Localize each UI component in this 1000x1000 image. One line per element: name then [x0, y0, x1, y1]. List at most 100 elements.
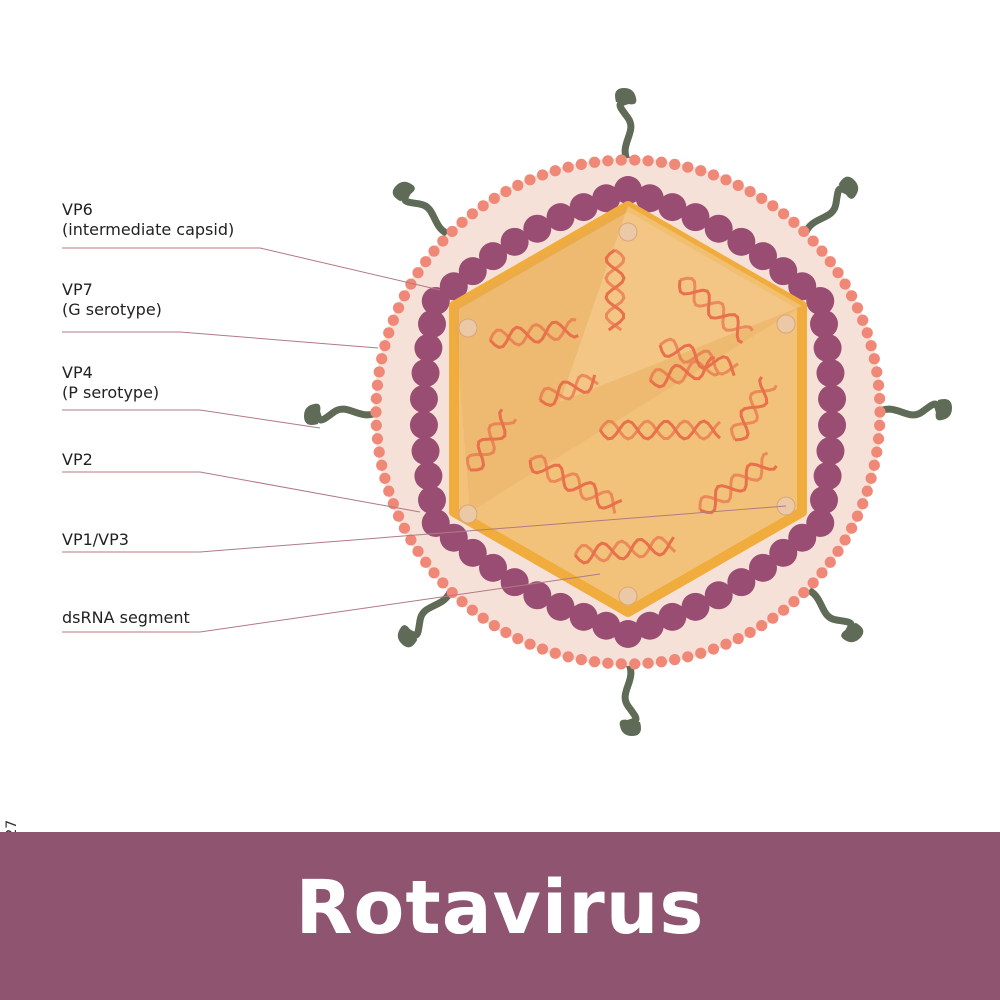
vp7-bead: [871, 446, 883, 458]
label-vp4-desc: (P serotype): [62, 383, 160, 402]
vp6-bead: [813, 462, 842, 491]
vp7-bead: [615, 658, 627, 670]
label-vp7-name: VP7: [62, 280, 93, 299]
vp4-spike-stalk: [616, 96, 635, 166]
vp6-bead: [614, 620, 642, 648]
dsrna-strand: [677, 279, 744, 344]
leader-line: [62, 505, 787, 553]
dsrna-strand: [573, 536, 675, 565]
vp6-bead: [479, 242, 508, 271]
dsrna-strand: [573, 535, 677, 563]
vp7-bead: [655, 656, 668, 668]
vp6-bead: [500, 568, 529, 597]
vp4-spike: [397, 585, 455, 648]
vp7-bead: [466, 604, 478, 616]
vp6-bead: [421, 509, 450, 537]
vp7-bead: [642, 155, 654, 167]
vp7-bead: [655, 156, 668, 168]
vp7-bead: [383, 327, 395, 339]
vp7-bead: [832, 267, 844, 279]
dsrna-helix: [729, 376, 778, 442]
vp7-bead: [371, 433, 384, 445]
vp6-bead: [818, 384, 847, 413]
vp7-bead: [370, 406, 382, 418]
vp7-bead: [456, 216, 468, 228]
vp6-bead: [546, 592, 575, 621]
vp6-bead: [704, 581, 733, 610]
vp7-bead: [707, 643, 720, 655]
vp7-bead: [602, 657, 614, 669]
vp7-bead: [720, 638, 732, 650]
vp7-bead-ring: [370, 154, 886, 670]
vp7-bead: [788, 596, 800, 608]
vp7-bead: [865, 340, 877, 352]
vp7-bead: [756, 620, 768, 632]
vp7-bead: [824, 256, 836, 268]
vp4-spike-head: [392, 181, 415, 202]
vp7-bead: [720, 174, 732, 186]
vp4-spike-head: [304, 403, 321, 425]
vp7-bead: [536, 643, 549, 655]
vp6-bead: [748, 553, 777, 582]
vp7-bead: [839, 278, 851, 290]
label-vp2: VP2: [62, 450, 93, 469]
vp7-bead: [846, 522, 858, 534]
vp7-bead: [575, 158, 587, 170]
vp6-bead: [816, 359, 845, 388]
vp7-bead: [807, 235, 819, 247]
vp7-bead: [371, 379, 384, 391]
label-vp6-name: VP6: [62, 200, 93, 219]
vp7-bead: [824, 556, 836, 568]
label-vp6-desc: (intermediate capsid): [62, 220, 235, 239]
dsrna-strand: [729, 384, 778, 441]
vp7-bead: [874, 392, 886, 405]
vp7-bead: [512, 179, 524, 191]
vp6-bead: [681, 203, 710, 232]
vp6-bead: [569, 193, 598, 222]
vp6-bead: [681, 592, 710, 621]
vp7-bead: [373, 446, 385, 458]
vp1-vp3-dot: [618, 586, 638, 606]
vp4-spike-head: [838, 176, 859, 199]
vp4-spikes: [304, 88, 952, 736]
vp6-bead: [458, 257, 487, 286]
vp4-spike: [304, 403, 382, 425]
vp6-bead: [523, 214, 552, 243]
dsrna-helix: [604, 248, 626, 332]
vp6-bead: [769, 538, 798, 567]
vp7-bead: [549, 647, 561, 659]
dsrna-strand: [699, 462, 778, 515]
vp7-bead: [392, 510, 405, 522]
vp6-bead: [569, 602, 598, 631]
vp6-bead: [414, 333, 443, 362]
vp6-bead: [479, 553, 508, 582]
vp6-bead: [439, 272, 468, 301]
vp6-bead: [417, 309, 446, 338]
vp4-spike-stalk: [401, 186, 455, 239]
title-bar: [0, 832, 1000, 1000]
vp7-bead: [466, 208, 478, 220]
vp7-bead: [744, 626, 756, 639]
vp7-bead: [420, 256, 432, 268]
vp7-bead: [857, 498, 869, 510]
vp7-bead: [575, 654, 587, 666]
vp6-bead: [769, 257, 798, 286]
label-dsrna: dsRNA segment: [62, 608, 190, 627]
vp6-bead: [500, 227, 529, 256]
vp7-bead: [732, 633, 744, 645]
vp7-bead: [383, 485, 395, 497]
vp4-spike: [619, 658, 641, 736]
vp7-bead: [798, 225, 810, 238]
dsrna-strand: [598, 419, 722, 441]
vp7-bead: [732, 179, 744, 191]
vp7-bead: [588, 656, 601, 668]
vp7-bead: [512, 633, 524, 645]
vp7-bead: [588, 156, 601, 168]
vp7-bead: [767, 200, 779, 212]
vp7-bead: [868, 459, 880, 471]
leader-lines: [62, 247, 787, 633]
leader-line: [62, 409, 321, 429]
vp1-vp3-dot: [458, 318, 478, 338]
dsrna-helix: [677, 276, 754, 344]
vp7-bead: [865, 472, 877, 484]
